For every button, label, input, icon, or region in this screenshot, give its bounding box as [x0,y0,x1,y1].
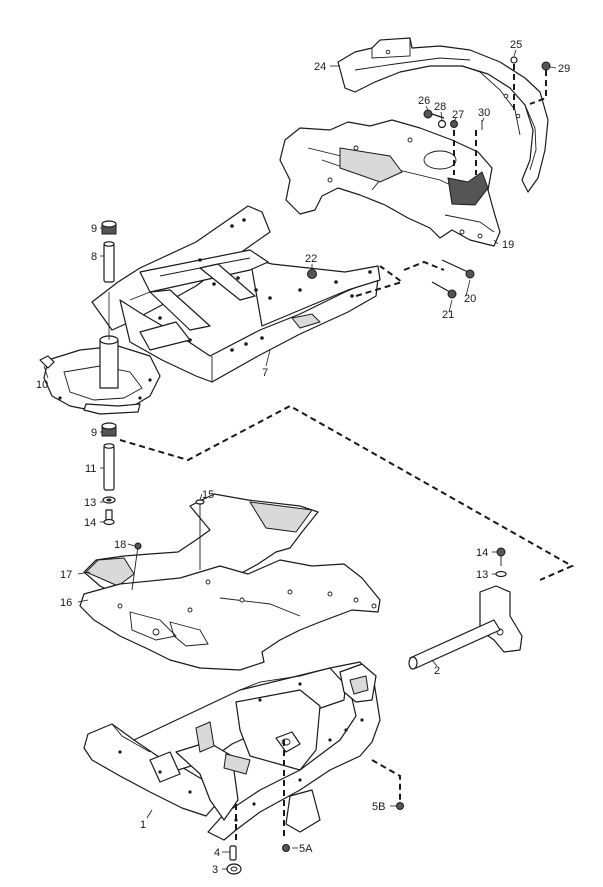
nut-25 [510,56,518,64]
rear-body-panel [337,37,549,193]
callout-28: 28 [434,101,446,113]
pivot-bracket [43,335,161,415]
main-frame [91,205,381,383]
callout-9-top: 9 [91,223,97,235]
nut-9-top [101,220,117,235]
bolt-5a [282,844,290,852]
spacer-tube-8 [103,241,115,283]
callout-10: 10 [36,379,48,391]
callout-29: 29 [558,63,570,75]
callout-24: 24 [314,61,326,73]
clip-10 [39,355,55,369]
axle-shaft-2 [408,619,501,670]
callout-30: 30 [478,107,490,119]
callout-14-right: 14 [476,547,488,559]
callout-15: 15 [202,489,214,501]
callout-11: 11 [85,463,96,475]
callout-20: 20 [464,293,476,305]
callout-26: 26 [418,95,430,107]
callout-8: 8 [91,251,97,263]
washer-13-left [102,496,116,504]
bolt-14-right [496,547,506,566]
pin-4 [229,845,237,861]
callout-22: 22 [305,253,317,265]
lower-chassis [83,661,381,841]
nut-9-bottom [101,422,117,437]
floor-pan-16 [79,559,381,671]
nut-22 [307,269,317,279]
bolt-14-left [103,509,115,526]
callout-5a: 5A [299,843,313,855]
callout-2: 2 [434,665,440,677]
bolt-20 [441,259,475,279]
washer-13-right [495,570,507,578]
floor-mat-17 [83,493,319,597]
callout-18: 18 [114,539,126,551]
callout-21: 21 [442,309,454,321]
callout-13-right: 13 [476,569,488,581]
callout-14-left: 14 [84,517,96,529]
nut-29 [541,61,551,71]
callout-27: 27 [452,109,464,121]
callout-19: 19 [502,239,514,251]
axle-mount [479,585,523,653]
callout-1: 1 [140,819,146,831]
pin-11 [103,443,115,491]
callout-13-left: 13 [84,497,96,509]
callout-9-bottom: 9 [91,427,97,439]
callout-16: 16 [60,597,72,609]
bolt-5b [396,802,404,810]
callout-3: 3 [212,864,218,876]
bolt-21 [431,281,457,299]
bushing-3 [226,863,242,875]
callout-25: 25 [510,39,522,51]
callout-4: 4 [214,847,220,859]
rear-deck-plate [279,119,501,247]
callout-7: 7 [262,367,268,379]
callout-5b: 5B [372,801,385,813]
callout-17: 17 [60,569,72,581]
